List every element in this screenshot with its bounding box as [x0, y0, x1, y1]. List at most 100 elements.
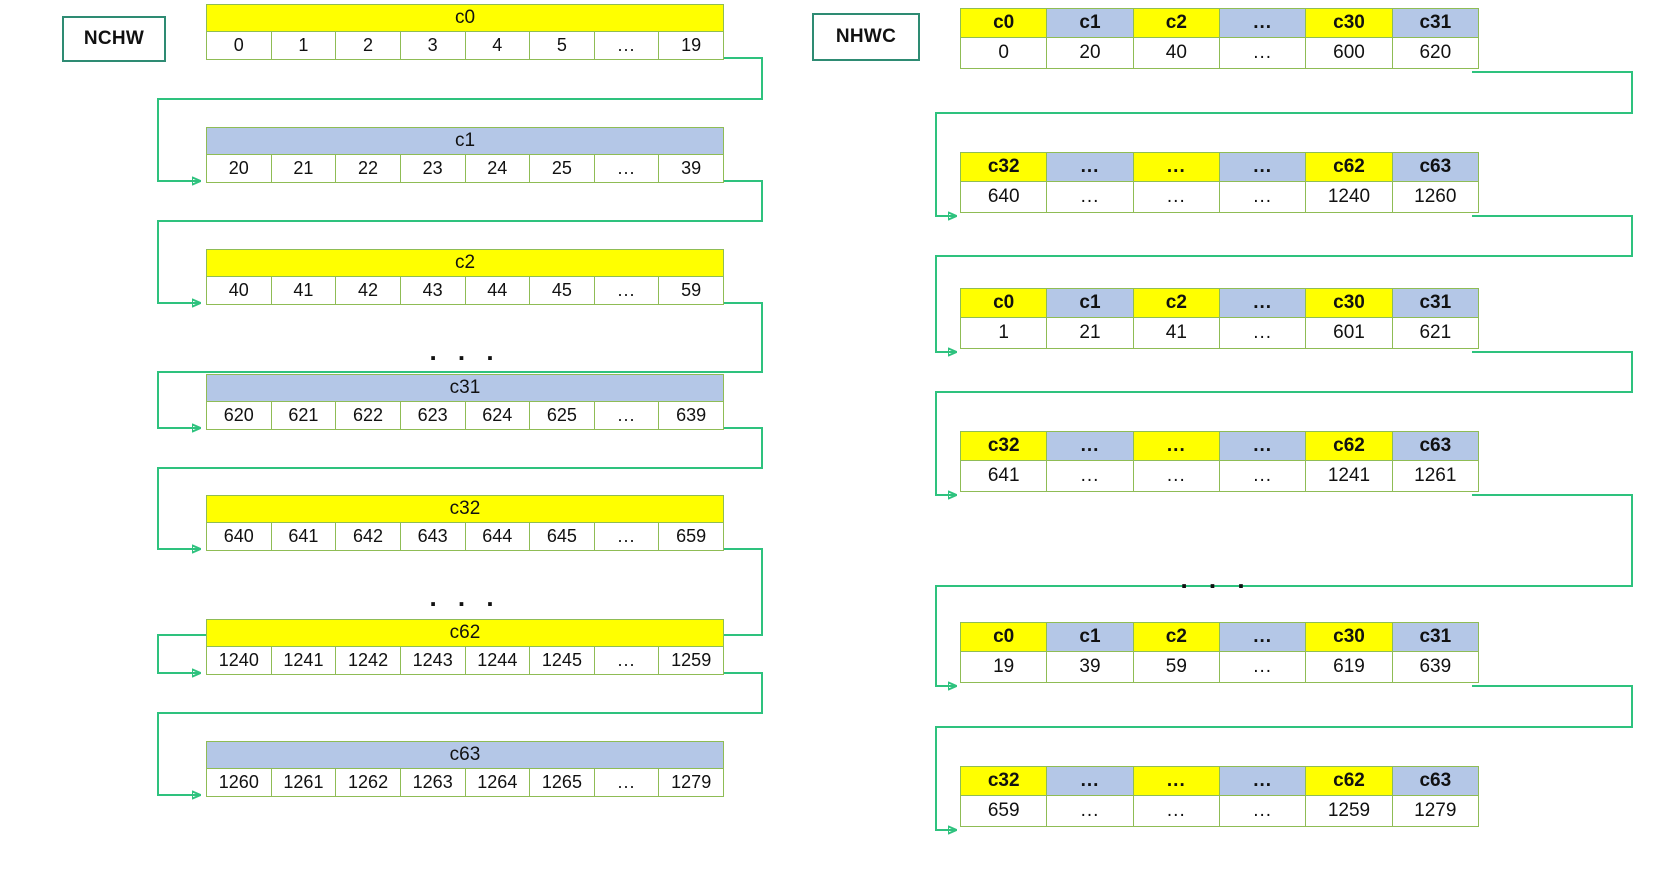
channel-header: c63: [1391, 431, 1479, 461]
data-cell: 43: [399, 276, 466, 305]
data-cell: 25: [529, 154, 595, 183]
ellipsis-header: ...: [1132, 766, 1220, 796]
data-cell: 624: [464, 401, 531, 430]
data-cell: 1263: [399, 768, 466, 797]
data-cell: 1240: [206, 646, 272, 675]
ellipsis-cell: ...: [1218, 37, 1307, 69]
ellipsis-header: ...: [1218, 152, 1307, 182]
ellipsis-cell: ...: [593, 276, 660, 305]
channel-header: c1: [1046, 622, 1134, 652]
data-cell: 640: [206, 522, 272, 551]
data-cell: 21: [270, 154, 337, 183]
data-cell: 600: [1305, 37, 1393, 69]
channel-header: c31: [1391, 8, 1479, 38]
channel-header: c2: [206, 249, 724, 277]
channel-header: c0: [959, 288, 1048, 318]
channel-header: c0: [959, 622, 1048, 652]
data-cell: 1244: [464, 646, 531, 675]
data-cell: 1259: [1305, 795, 1393, 827]
data-cell: 620: [206, 401, 272, 430]
data-cell: 643: [399, 522, 466, 551]
ellipsis-cell: ...: [1218, 181, 1307, 213]
data-cell: 1262: [335, 768, 401, 797]
ellipsis-cell: ...: [593, 768, 660, 797]
ellipsis-cell: ...: [1132, 795, 1220, 827]
channel-header: c62: [1305, 766, 1393, 796]
data-cell: 3: [399, 31, 466, 60]
data-cell: 2: [335, 31, 401, 60]
channel-header: c1: [1046, 288, 1134, 318]
data-cell: 20: [206, 154, 272, 183]
data-cell: 659: [959, 795, 1048, 827]
data-cell: 639: [1391, 651, 1479, 683]
data-cell: 1241: [270, 646, 337, 675]
ellipsis-header: ...: [1046, 152, 1134, 182]
data-cell: 1260: [206, 768, 272, 797]
ellipsis-cell: ...: [593, 522, 660, 551]
channel-header: c1: [206, 127, 724, 155]
data-cell: 19: [658, 31, 724, 60]
ellipsis-cell: ...: [1132, 460, 1220, 492]
data-cell: 1241: [1305, 460, 1393, 492]
data-cell: 21: [1046, 317, 1134, 349]
data-cell: 621: [1391, 317, 1479, 349]
data-cell: 639: [658, 401, 724, 430]
channel-header: c32: [206, 495, 724, 523]
nchw-group-separator-1: . . .: [429, 336, 501, 366]
ellipsis-cell: ...: [1046, 795, 1134, 827]
nhwc-layout-label: NHWC: [812, 13, 920, 61]
data-cell: 1279: [1391, 795, 1479, 827]
data-cell: 24: [464, 154, 531, 183]
channel-header: c63: [1391, 152, 1479, 182]
data-cell: 1279: [658, 768, 724, 797]
nchw-label-text: NCHW: [83, 28, 145, 49]
ellipsis-header: ...: [1132, 152, 1220, 182]
channel-header: c30: [1305, 288, 1393, 318]
data-cell: 22: [335, 154, 401, 183]
channel-header: c30: [1305, 8, 1393, 38]
ellipsis-cell: ...: [1218, 795, 1307, 827]
ellipsis-header: ...: [1046, 766, 1134, 796]
channel-header: c2: [1132, 288, 1220, 318]
channel-header: c63: [1391, 766, 1479, 796]
nchw-group-separator-2: . . .: [429, 582, 501, 612]
data-cell: 640: [959, 181, 1048, 213]
data-cell: 619: [1305, 651, 1393, 683]
channel-header: c63: [206, 741, 724, 769]
data-cell: 625: [529, 401, 595, 430]
channel-header: c31: [1391, 622, 1479, 652]
data-cell: 1: [270, 31, 337, 60]
channel-header: c0: [206, 4, 724, 32]
ellipsis-header: ...: [1218, 622, 1307, 652]
data-cell: 1: [959, 317, 1048, 349]
data-cell: 1261: [1391, 460, 1479, 492]
ellipsis-cell: ...: [593, 154, 660, 183]
channel-header: c1: [1046, 8, 1134, 38]
ellipsis-cell: ...: [593, 401, 660, 430]
data-cell: 1259: [658, 646, 724, 675]
channel-header: c30: [1305, 622, 1393, 652]
channel-header: c32: [959, 152, 1048, 182]
data-cell: 642: [335, 522, 401, 551]
